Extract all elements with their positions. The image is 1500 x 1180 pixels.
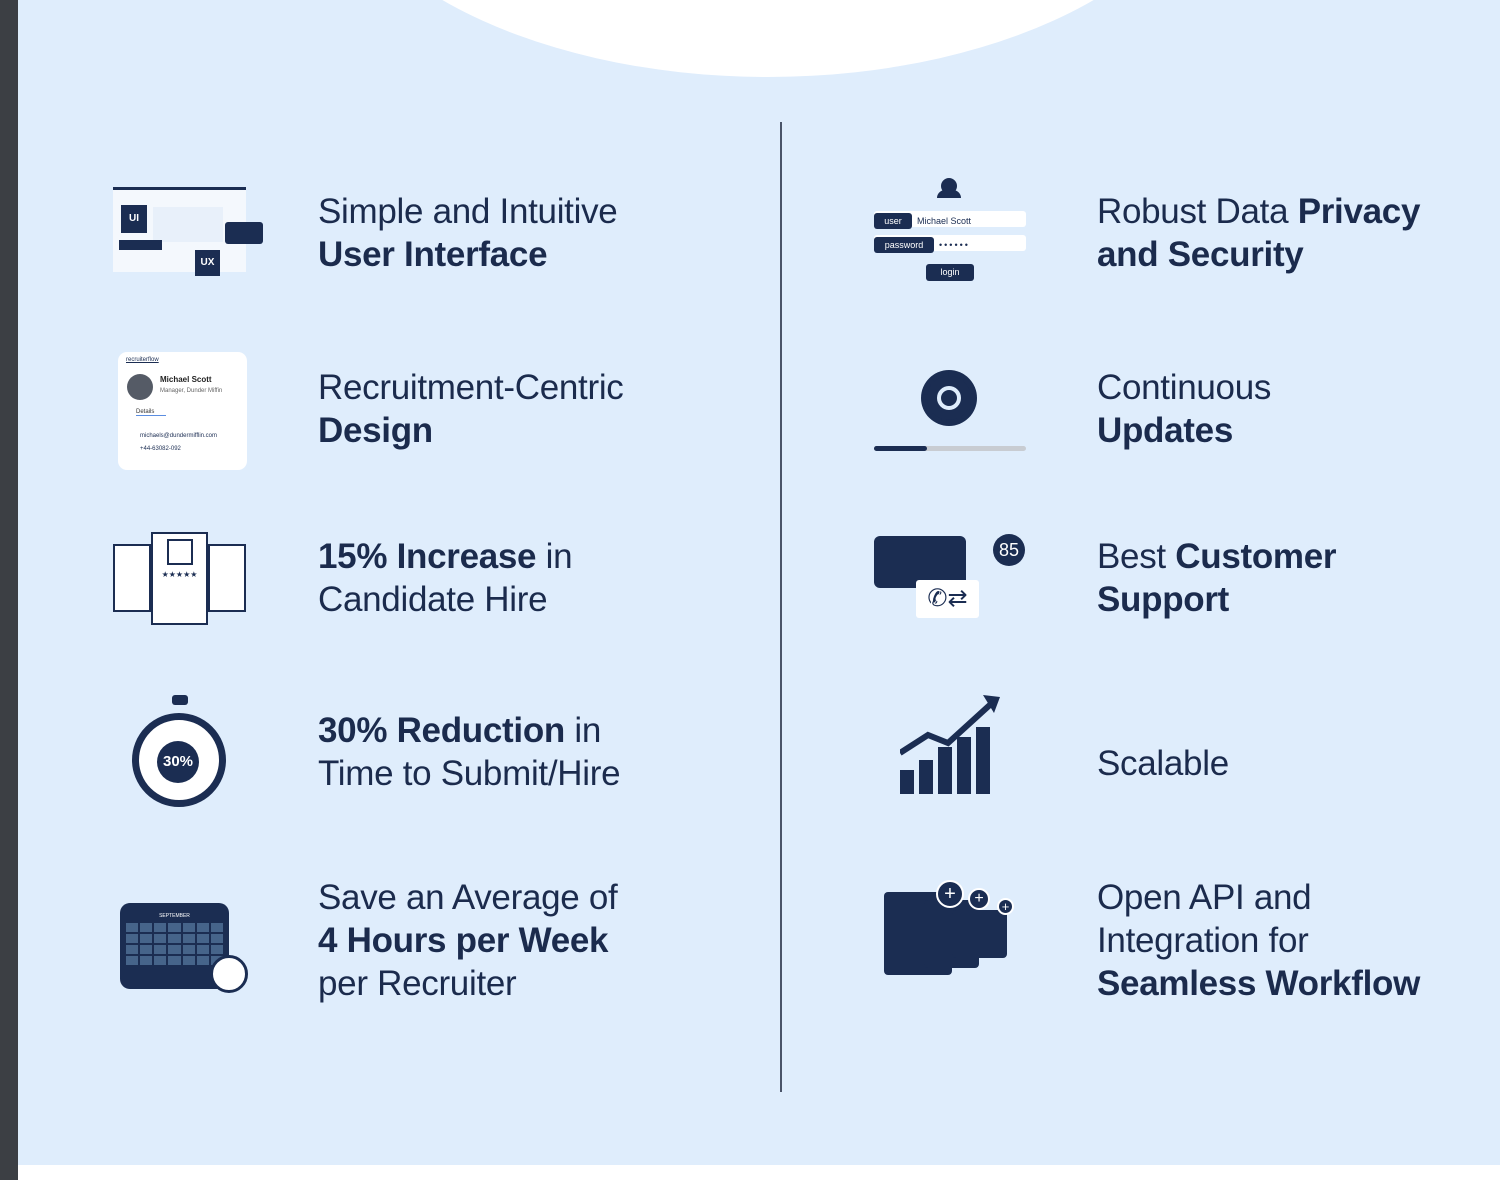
feature-line: Open API and [1097, 876, 1420, 919]
feature-text: Robust Data [1097, 192, 1298, 231]
password-label: password [874, 237, 934, 253]
avatar [127, 374, 153, 400]
feature-line: and Security [1097, 233, 1420, 276]
feature-text: Recruitment-Centric [318, 368, 624, 407]
feature-line: Scalable [1097, 742, 1229, 785]
feature-highlight: and Security [1097, 235, 1304, 274]
feature-text: Time to Submit/Hire [318, 754, 621, 793]
feature-text: Open API and [1097, 878, 1312, 917]
features-page: UI UX recruiterflow Michael Scott Manage… [18, 0, 1500, 1165]
feature-line: Support [1097, 578, 1336, 621]
feature-left-5: Save an Average of 4 Hours per Week per Re… [318, 876, 618, 1005]
decorative-arc [318, 0, 1218, 77]
ui-ux-icon: UI UX [113, 185, 263, 280]
feature-line: Recruitment-Centric [318, 366, 624, 409]
feature-line: 15% Increase in [318, 535, 573, 578]
candidate-resumes-icon: ★★★★★ [113, 532, 248, 625]
feature-line: Time to Submit/Hire [318, 752, 621, 795]
feature-line: Best Customer [1097, 535, 1337, 578]
notification-badge: 85 [993, 534, 1025, 566]
feature-text: Continuous [1097, 368, 1272, 407]
feature-highlight: User Interface [318, 235, 548, 274]
card-role: Manager, Dunder Miffin [160, 388, 223, 394]
feature-line: User Interface [318, 233, 617, 276]
feature-highlight: 15% Increase [318, 537, 537, 576]
feature-line: Continuous [1097, 366, 1271, 409]
feature-text: in [564, 711, 602, 750]
feature-text: Integration for [1097, 921, 1309, 960]
feature-highlight: Design [318, 411, 433, 450]
feature-highlight: 30% Reduction [318, 711, 565, 750]
feature-line: Candidate Hire [318, 578, 572, 621]
feature-highlight: Seamless Workflow [1097, 964, 1420, 1003]
card-name: Michael Scott [160, 375, 212, 384]
stopwatch-icon: 30% [130, 695, 230, 810]
user-value: Michael Scott [917, 216, 972, 226]
feature-text: Scalable [1097, 744, 1229, 783]
column-divider [780, 122, 782, 1092]
profile-card-icon: recruiterflow Michael Scott Manager, Dun… [118, 352, 247, 470]
brand-logo: recruiterflow [126, 357, 159, 363]
password-value: •••••• [939, 240, 970, 250]
gear-update-icon [874, 370, 1026, 454]
login-form-icon: user Michael Scott password •••••• login [874, 178, 1026, 282]
feature-highlight: Customer [1175, 537, 1337, 576]
feature-line: Seamless Workflow [1097, 962, 1420, 1005]
feature-line: Integration for [1097, 919, 1420, 962]
feature-highlight: 4 Hours per Week [318, 921, 609, 960]
feature-right-4: Scalable [1097, 742, 1229, 785]
login-button: login [926, 264, 974, 281]
user-label: user [874, 213, 912, 229]
api-integration-icon: + + + [884, 880, 1029, 976]
feature-highlight: Support [1097, 580, 1230, 619]
window-edge [0, 0, 18, 1180]
growth-chart-icon [898, 695, 1000, 795]
ux-label: UX [195, 250, 220, 276]
feature-line: Robust Data Privacy [1097, 190, 1420, 233]
stopwatch-percent: 30% [157, 741, 199, 783]
feature-text: Simple and Intuitive [318, 192, 618, 231]
feature-line: Design [318, 409, 624, 452]
card-email: michaels@dundermifflin.com [140, 433, 218, 439]
feature-highlight: Privacy [1297, 192, 1421, 231]
feature-line: 4 Hours per Week [318, 919, 617, 962]
feature-text: Best [1097, 537, 1176, 576]
feature-text: Candidate Hire [318, 580, 548, 619]
feature-highlight: Updates [1097, 411, 1233, 450]
feature-line: Simple and Intuitive [318, 190, 618, 233]
feature-line: Updates [1097, 409, 1271, 452]
card-phone: +44-63082-092 [140, 446, 181, 452]
ui-label: UI [121, 205, 147, 233]
feature-line: 30% Reduction in [318, 709, 620, 752]
update-progress-fill [874, 446, 928, 451]
details-tab: Details [136, 409, 166, 416]
feature-text: in [536, 537, 573, 576]
calendar-clock-icon: SEPTEMBER [120, 903, 250, 998]
feature-text: per Recruiter [318, 964, 517, 1003]
customer-support-icon: ✆⇄ 85 [874, 534, 1026, 620]
feature-line: Save an Average of [318, 876, 618, 919]
calendar-month: SEPTEMBER [159, 913, 190, 919]
feature-line: per Recruiter [318, 962, 617, 1005]
feature-text: Save an Average of [318, 878, 618, 917]
